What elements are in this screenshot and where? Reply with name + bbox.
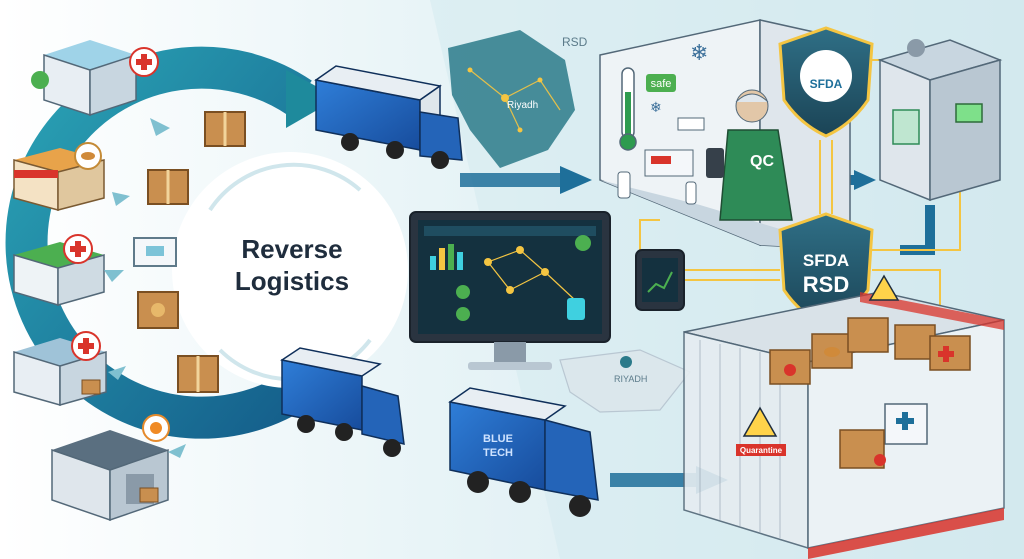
box-icon	[177, 355, 219, 393]
pharmacy-store	[13, 234, 105, 307]
source-buildings	[13, 40, 170, 522]
location-pin-icon	[620, 356, 632, 368]
bar-chart-icon	[430, 244, 463, 270]
truck-brand-line1: BLUE	[483, 433, 513, 445]
cycle-center	[172, 152, 408, 388]
snowflake-icon: ❄	[690, 40, 708, 65]
truck-top	[314, 65, 463, 169]
control-panel	[955, 103, 983, 123]
cycle-arrow-ring	[5, 46, 323, 439]
safe-tag	[646, 74, 676, 92]
quarantined-boxes	[769, 317, 971, 469]
reverse-logistics-cycle: Reverse Logistics	[5, 46, 408, 439]
box-icon	[147, 169, 189, 205]
thermometer	[619, 67, 637, 151]
qc-inspector: QC	[706, 89, 793, 221]
hospital-building	[31, 40, 159, 117]
monitor-stand	[468, 362, 552, 370]
sfda-top-label: SFDA	[810, 77, 843, 91]
map-city-label: Riyadh	[507, 100, 538, 111]
medicine-packages	[617, 149, 697, 205]
check-icon	[575, 235, 591, 251]
quarantine-label: Quarantine	[740, 446, 783, 455]
bakery-store	[13, 142, 105, 211]
inner-arc-top	[208, 162, 362, 212]
center-label-line2: Logistics	[235, 266, 349, 296]
snowflake-icon: ❄	[650, 99, 662, 115]
recycle-icon	[892, 109, 920, 145]
map-bottom: RIYADH	[559, 349, 691, 413]
map-top: RSD Riyadh	[448, 30, 588, 168]
sfda-shield-top: SFDA	[778, 26, 874, 138]
cycle-arrowhead-top	[286, 70, 338, 128]
tablet-device	[635, 249, 685, 311]
hazard-top-stripe	[860, 292, 1004, 330]
feeder-arrows	[104, 118, 186, 458]
warning-icon	[868, 274, 900, 301]
sfda-rsd-line2: RSD	[803, 272, 849, 297]
handheld-scanner	[706, 148, 724, 178]
map-region-label: RSD	[562, 35, 588, 49]
sorting-machine	[877, 39, 1003, 202]
fan-icon	[907, 39, 925, 57]
barcode-icon	[677, 117, 705, 131]
box-icon	[137, 291, 179, 329]
qc-vest-label: QC	[750, 153, 774, 170]
center-label-line1: Reverse	[241, 234, 342, 264]
clinic-building	[13, 331, 107, 406]
hazard-floor-stripe	[808, 508, 1004, 559]
warehouse-building	[51, 414, 170, 522]
sfda-rsd-line1: SFDA	[803, 251, 849, 270]
check-icon	[456, 307, 470, 321]
ring-boxes	[133, 111, 246, 393]
tree-icon	[31, 71, 49, 89]
map-bottom-city-label: RIYADH	[614, 374, 647, 384]
box-icon	[204, 111, 246, 147]
safe-tag-label: safe	[651, 78, 672, 90]
truck-bottom-small	[280, 347, 405, 457]
truck-bottom-large: BLUE TECH	[448, 387, 599, 517]
check-icon	[456, 285, 470, 299]
quarantine-cage: Quarantine	[683, 274, 1005, 559]
quarantine-sign: Quarantine	[736, 406, 786, 456]
monitor-dashboard	[409, 211, 611, 370]
medicine-box-icon	[133, 237, 177, 267]
network-graph	[487, 249, 576, 301]
truck-brand-line2: TECH	[483, 447, 513, 459]
database-icon	[567, 298, 585, 320]
